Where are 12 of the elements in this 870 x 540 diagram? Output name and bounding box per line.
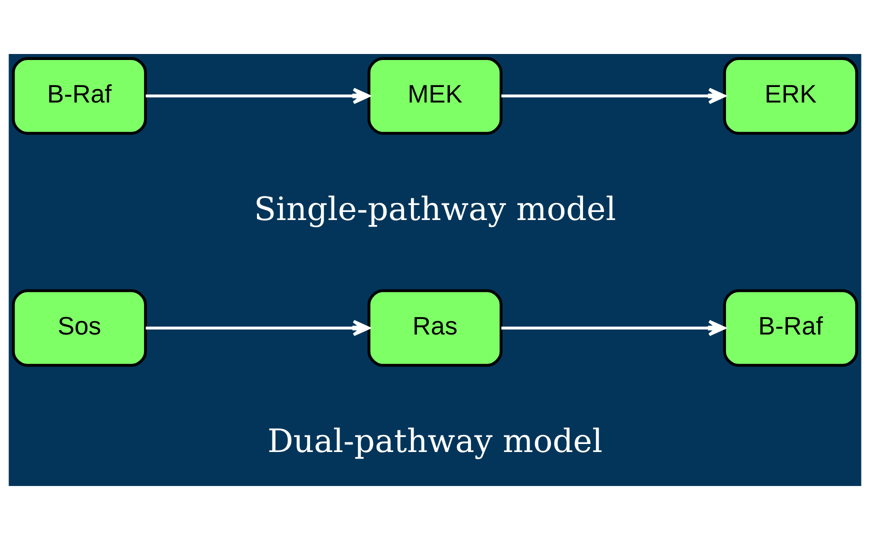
node-box: MEK (368, 57, 502, 135)
node-box: Ras (368, 289, 502, 367)
node-box: B-Raf (723, 289, 858, 367)
arrow (146, 320, 370, 336)
label: Dual-pathway model (267, 422, 603, 460)
arrow (501, 320, 726, 336)
arrow (146, 88, 370, 104)
node-box: Sos (12, 289, 147, 367)
node-box: ERK (723, 57, 858, 135)
arrow (501, 88, 726, 104)
label: Single-pathway model (254, 190, 616, 228)
node-box: B-Raf (12, 57, 147, 135)
